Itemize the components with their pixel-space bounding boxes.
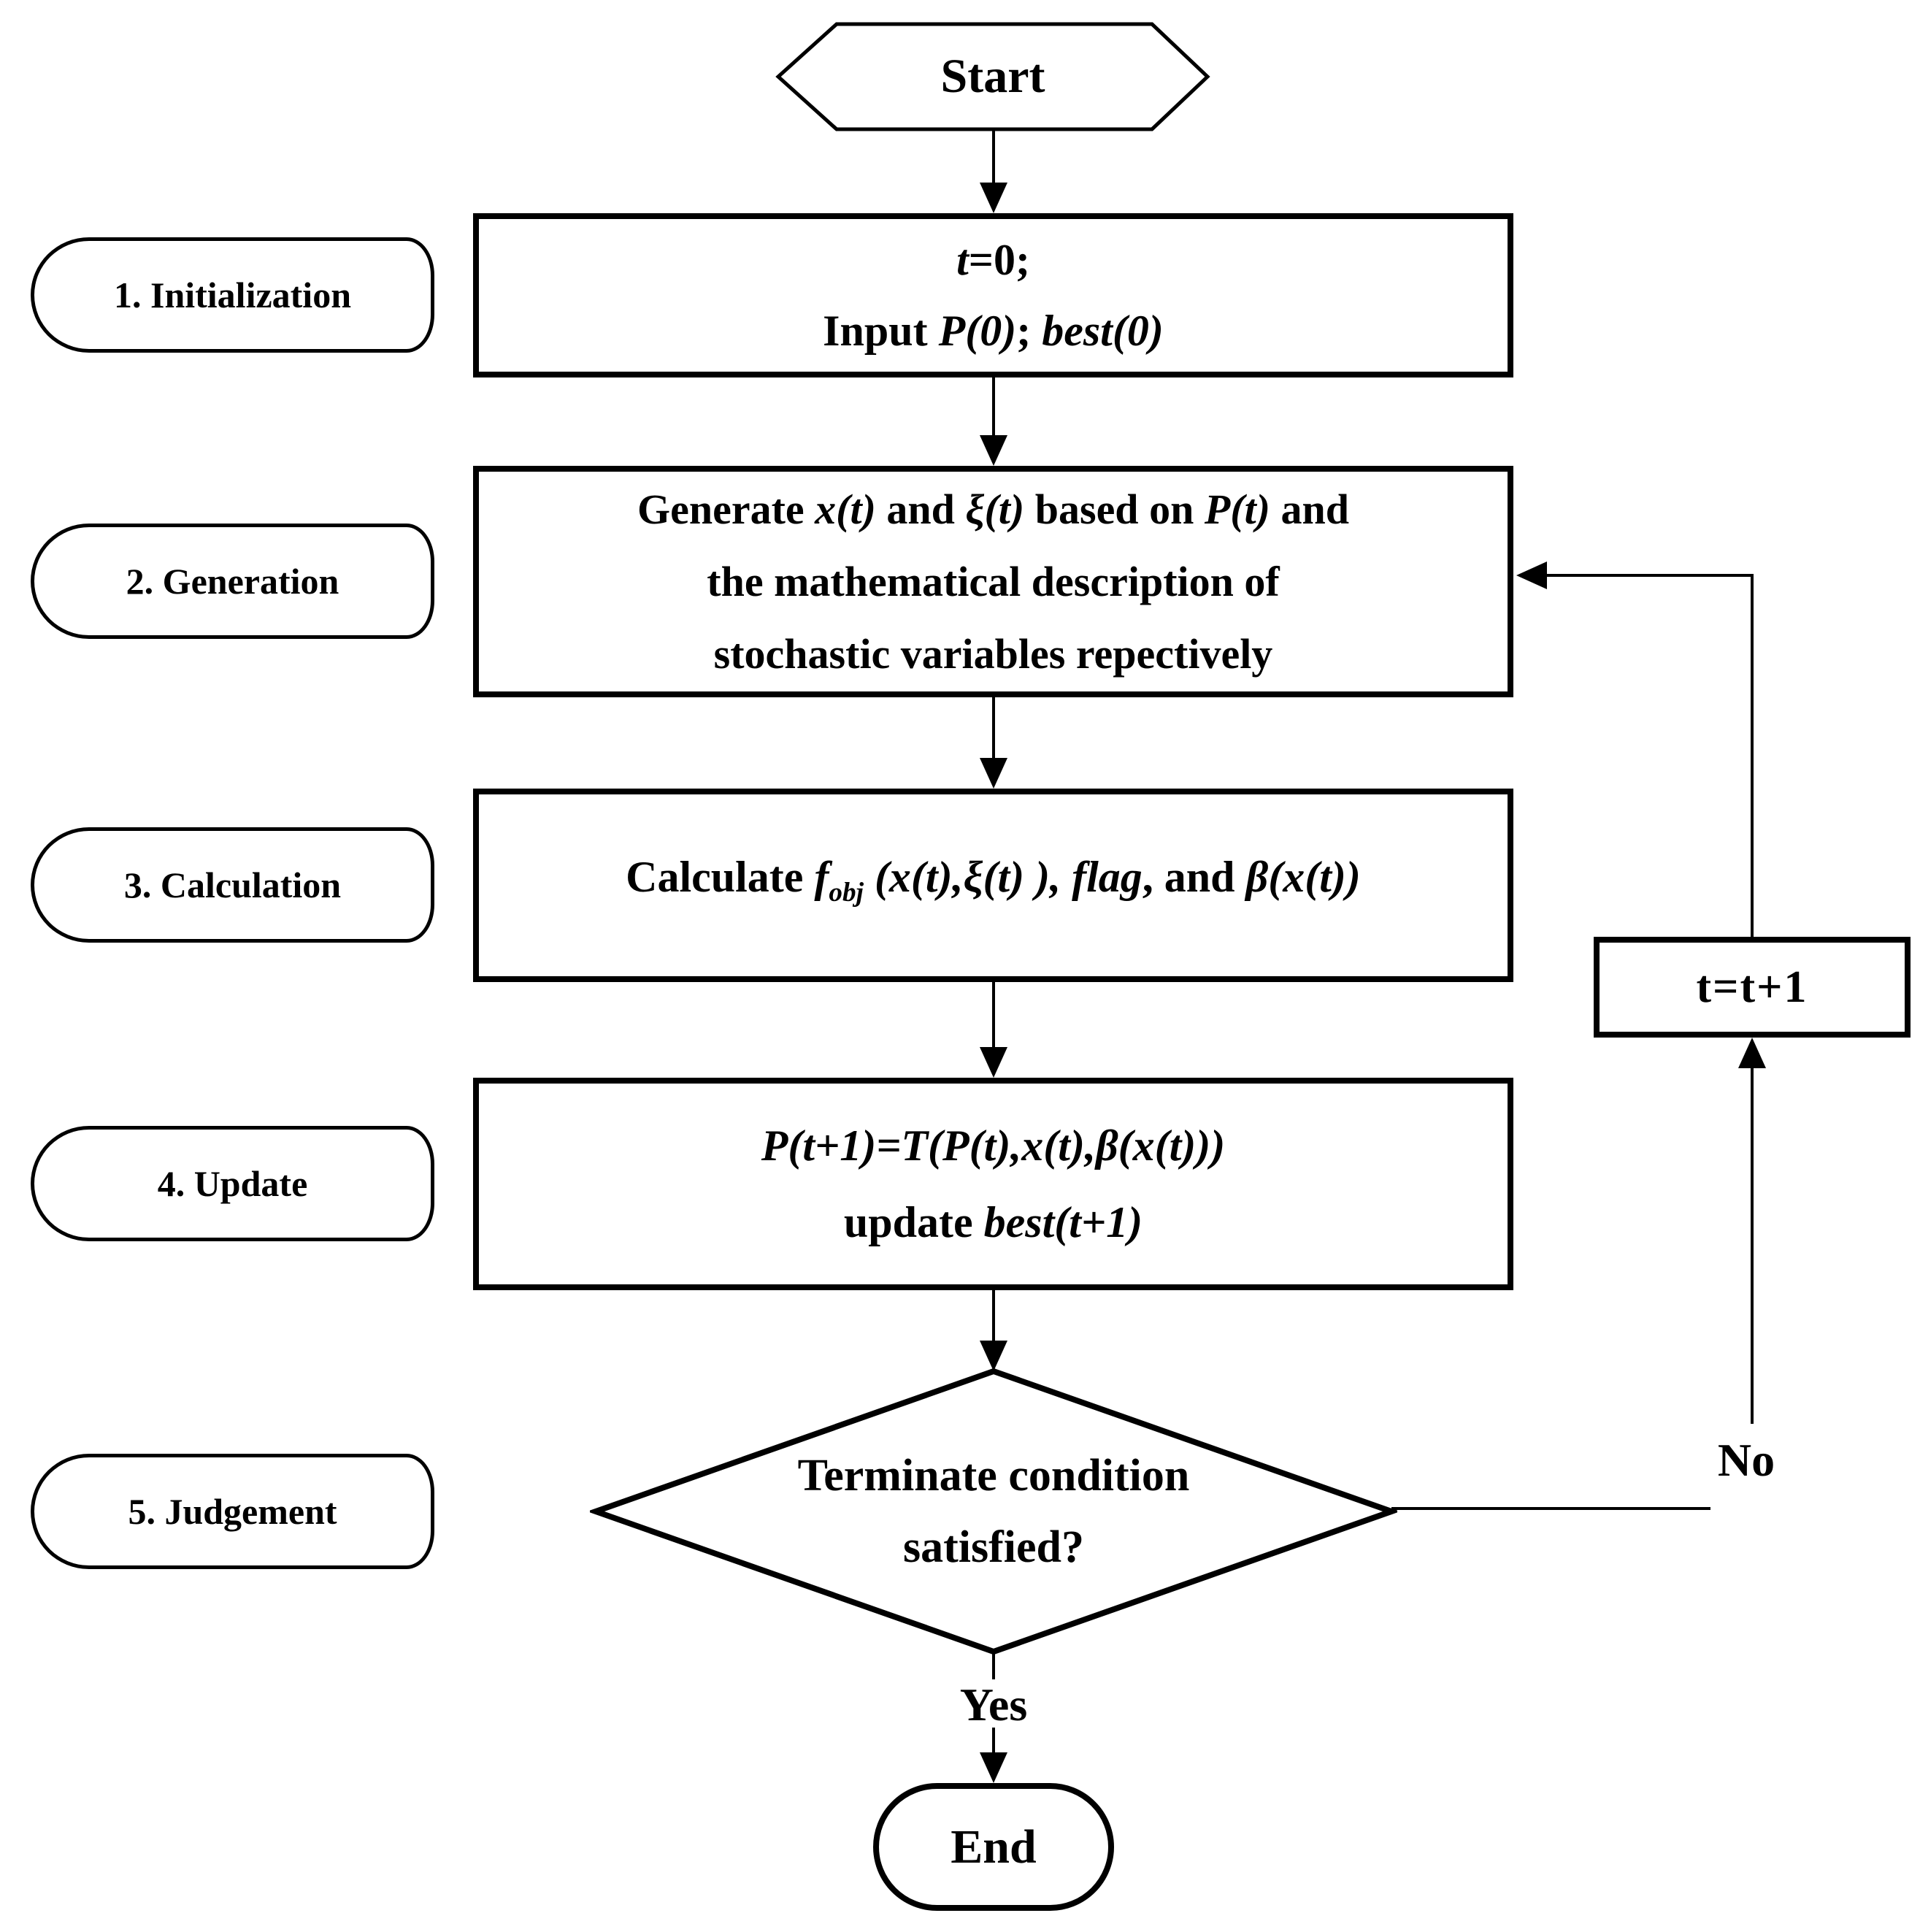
start-node-label: Start [940,50,1045,103]
step-label-update: 4. Update [31,1126,434,1241]
step-label-calculation: 3. Calculation [31,827,434,943]
step-label-initialization: 1. Initialization [31,237,434,353]
end-node-label: End [951,1820,1037,1874]
arrowhead-down-icon [980,1047,1007,1078]
yes-branch-label: Yes [935,1679,1052,1730]
arrowhead-left-icon [1516,561,1547,589]
arrowhead-down-icon [980,1341,1007,1371]
process-box-generation: Generate x(t) and ξ(t) based on P(t) and… [473,466,1513,697]
arrowhead-down-icon [980,183,1007,213]
connector-box4-diamond [992,1290,995,1342]
box2-line2: the mathematical description of [707,558,1280,605]
box3-line1: Calculate fobj (x(t),ξ(t) ), flag, and β… [626,853,1361,908]
connector-loop-horizontal [1545,574,1754,577]
connector-tbox-loop-riser [1751,574,1754,937]
increment-label: t=t+1 [1696,962,1808,1012]
diamond-line1: Terminate condition [797,1451,1190,1500]
diamond-line2: satisfied? [903,1522,1084,1572]
increment-box: t=t+1 [1594,937,1911,1038]
box4-line2: update best(t+1) [843,1197,1143,1246]
arrowhead-up-icon [1738,1038,1766,1068]
arrowhead-down-icon [980,758,1007,789]
process-box-update: P(t+1)=T(P(t),x(t),β(x(t))) update best(… [473,1078,1513,1290]
process-box-initialization: t=0; Input P(0); best(0) [473,213,1513,377]
decision-diamond-label: Terminate condition satisfied? [665,1433,1322,1590]
connector-yes-end [992,1728,995,1754]
step-label-judgement: 5. Judgement [31,1454,434,1569]
connector-box3-box4 [992,982,995,1049]
connector-start-box1 [992,130,995,184]
end-node: End [873,1783,1114,1911]
box1-line2: Input P(0); best(0) [823,306,1164,355]
box4-line1: P(t+1)=T(P(t),x(t),β(x(t))) [761,1121,1226,1170]
box2-line1: Generate x(t) and ξ(t) based on P(t) and [637,486,1350,533]
no-branch-label: No [1688,1433,1805,1488]
box2-line3: stochastic variables repectively [713,630,1273,678]
step-label-generation: 2. Generation [31,524,434,639]
connector-diamond-yes [992,1652,995,1682]
arrowhead-down-icon [980,1752,1007,1783]
connector-box1-box2 [992,377,995,437]
process-box-calculation: Calculate fobj (x(t),ξ(t) ), flag, and β… [473,789,1513,982]
arrowhead-down-icon [980,435,1007,466]
start-node-shape [775,22,1210,131]
connector-diamond-no [1391,1507,1710,1510]
connector-box2-box3 [992,697,995,759]
box1-line1: t=0; [956,235,1030,284]
connector-no-tbox [1751,1067,1754,1424]
